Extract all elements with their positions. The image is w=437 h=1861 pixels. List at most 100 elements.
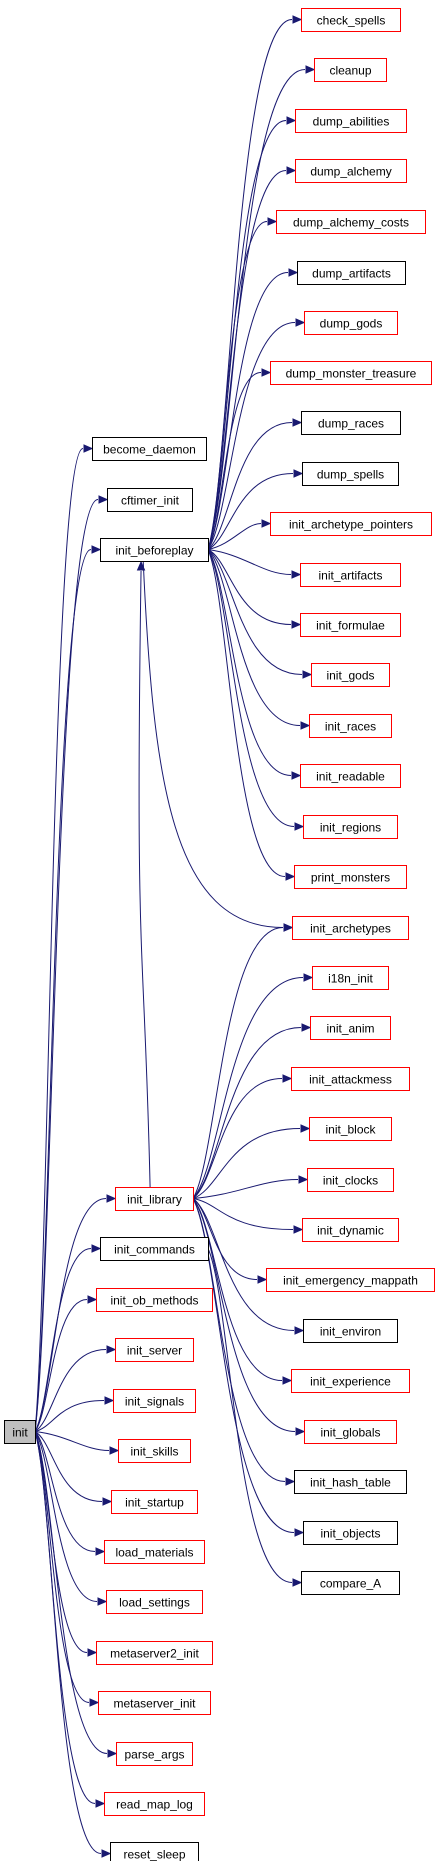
node-parse_args[interactable]: parse_args (116, 1742, 193, 1766)
edge-line (192, 1027, 302, 1199)
arrowhead (257, 1275, 268, 1284)
node-dump_spells: dump_spells (302, 462, 399, 486)
node-metaserver_init[interactable]: metaserver_init (98, 1691, 211, 1715)
node-init_clocks[interactable]: init_clocks (307, 1168, 394, 1192)
node-box (106, 1590, 203, 1614)
node-init_dynamic[interactable]: init_dynamic (302, 1218, 399, 1242)
node-box (312, 966, 389, 990)
edge-line (207, 549, 303, 675)
edge-line (207, 372, 262, 550)
node-i18n_init[interactable]: i18n_init (312, 966, 389, 990)
node-label: init_experience (310, 1375, 391, 1389)
arrowhead (261, 368, 272, 377)
node-init_archetypes[interactable]: init_archetypes (292, 916, 409, 940)
node-box (304, 1420, 397, 1444)
node-label: dump_spells (317, 468, 384, 482)
node-init_gods[interactable]: init_gods (311, 663, 390, 687)
edge-line (34, 448, 84, 1432)
node-read_map_log[interactable]: read_map_log (104, 1792, 205, 1816)
edge-line (34, 1431, 110, 1451)
arrowhead (87, 1648, 98, 1657)
node-load_settings[interactable]: load_settings (106, 1590, 203, 1614)
node-box (118, 1439, 191, 1463)
node-init_artifacts[interactable]: init_artifacts (300, 563, 401, 587)
node-init_skills[interactable]: init_skills (118, 1439, 191, 1463)
node-box (294, 1470, 407, 1494)
node-label: load_settings (119, 1596, 190, 1610)
node-print_monsters[interactable]: print_monsters (294, 865, 407, 889)
node-box (111, 1490, 198, 1514)
node-label: init_artifacts (318, 569, 382, 583)
edge-line (207, 549, 292, 776)
arrowhead (106, 1194, 117, 1203)
node-label: init_dynamic (317, 1224, 384, 1238)
node-init_regions[interactable]: init_regions (303, 815, 398, 839)
edge-line (192, 1198, 295, 1533)
edge-init-to-metaserver2_init (34, 1431, 98, 1657)
edge-init-to-init_skills (34, 1431, 120, 1455)
node-init_ob_methods[interactable]: init_ob_methods (96, 1288, 213, 1312)
edge-line (192, 977, 304, 1199)
node-label: init_library (127, 1193, 182, 1207)
edge-init-to-metaserver_init (34, 1431, 100, 1707)
node-box (303, 815, 398, 839)
edge-line (207, 322, 296, 550)
edge-init-to-parse_args (34, 1431, 118, 1758)
node-box (294, 865, 407, 889)
edge-line (192, 927, 284, 1199)
node-init_attackmess[interactable]: init_attackmess (291, 1067, 410, 1091)
node-label: dump_monster_treasure (286, 367, 417, 381)
edge-init_library-to-init_anim (192, 1023, 312, 1199)
node-init_experience[interactable]: init_experience (291, 1369, 410, 1393)
node-dump_monster_treasure[interactable]: dump_monster_treasure (270, 361, 432, 385)
node-box (100, 1237, 209, 1261)
node-label: become_daemon (103, 443, 196, 457)
node-init_globals[interactable]: init_globals (304, 1420, 397, 1444)
edge-line (138, 570, 151, 1188)
node-label: init_signals (125, 1395, 184, 1409)
node-init_objects: init_objects (303, 1521, 398, 1545)
node-dump_alchemy[interactable]: dump_alchemy (295, 159, 407, 183)
node-load_materials[interactable]: load_materials (104, 1540, 205, 1564)
node-label: init_readable (316, 770, 385, 784)
node-init_library[interactable]: init_library (115, 1187, 194, 1211)
node-box (301, 8, 401, 32)
node-dump_abilities[interactable]: dump_abilities (295, 109, 407, 133)
arrowhead (97, 1597, 108, 1606)
arrowhead (292, 15, 303, 24)
node-init_hash_table: init_hash_table (294, 1470, 407, 1494)
node-init_archetype_pointers[interactable]: init_archetype_pointers (270, 512, 432, 536)
edge-line (142, 560, 284, 928)
node-init_formulae[interactable]: init_formulae (300, 613, 401, 637)
arrowhead (292, 1578, 303, 1587)
node-init_emergency_mappath[interactable]: init_emergency_mappath (266, 1268, 435, 1292)
node-dump_alchemy_costs[interactable]: dump_alchemy_costs (276, 210, 426, 234)
node-init_anim[interactable]: init_anim (310, 1016, 391, 1040)
node-box (98, 1691, 211, 1715)
edge-init_library-to-init_archetypes (192, 923, 294, 1199)
node-label: init_startup (125, 1496, 184, 1510)
node-dump_gods[interactable]: dump_gods (304, 311, 398, 335)
arrowhead (293, 1225, 304, 1234)
arrowhead (285, 872, 296, 881)
arrowhead (293, 469, 304, 478)
node-become_daemon: become_daemon (92, 437, 207, 461)
arrowhead (294, 1528, 305, 1537)
node-init_readable[interactable]: init_readable (300, 764, 401, 788)
node-init_server[interactable]: init_server (115, 1338, 194, 1362)
node-metaserver2_init[interactable]: metaserver2_init (96, 1641, 213, 1665)
node-check_spells[interactable]: check_spells (301, 8, 401, 32)
node-init_block[interactable]: init_block (309, 1117, 392, 1141)
edge-init_beforeplay-to-dump_races (207, 418, 303, 550)
node-label: init_anim (326, 1022, 374, 1036)
node-cleanup[interactable]: cleanup (314, 58, 387, 82)
node-init_races[interactable]: init_races (309, 714, 392, 738)
edge-line (34, 549, 92, 1432)
node-init_startup[interactable]: init_startup (111, 1490, 198, 1514)
edge-line (207, 549, 292, 625)
node-box (92, 437, 207, 461)
arrowhead (294, 822, 305, 831)
node-init_signals[interactable]: init_signals (113, 1389, 196, 1413)
node-box (300, 563, 401, 587)
edge-line (192, 1198, 295, 1331)
